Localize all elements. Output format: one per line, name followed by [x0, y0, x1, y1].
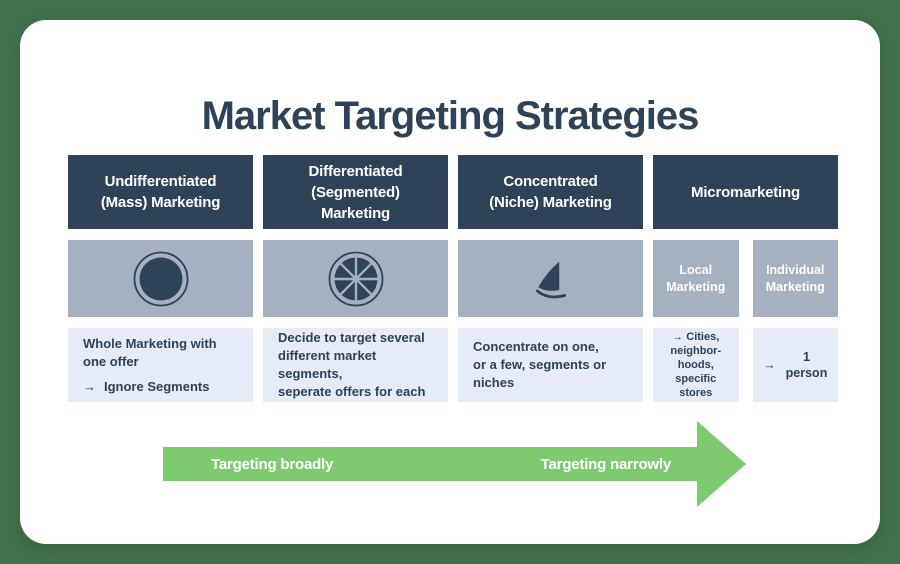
desc-differentiated: Decide to target several different marke… [263, 328, 448, 402]
desc-micromarketing: → Cities, neighbor- hoods, specific stor… [653, 328, 838, 402]
icon-cell-micromarketing: Local Marketing Individual Marketing [653, 240, 838, 317]
targeting-broadly-label: Targeting broadly [211, 455, 334, 473]
header-differentiated: Differentiated (Segmented) Marketing [263, 155, 448, 229]
niche-slice-icon [535, 261, 566, 298]
targeting-spectrum-arrow: Targeting broadly Targeting narrowly [163, 447, 697, 481]
desc-concentrated: Concentrate on one, or a few, segments o… [458, 328, 643, 402]
header-micromarketing: Micromarketing [653, 155, 838, 229]
individual-marketing-desc: → 1 person [752, 328, 838, 402]
icon-cell-undifferentiated [68, 240, 253, 317]
icon-cell-differentiated [263, 240, 448, 317]
icon-cell-concentrated [458, 240, 643, 317]
local-marketing-cell: Local Marketing [653, 240, 739, 317]
whole-market-icon [133, 251, 188, 306]
individual-marketing-cell: Individual Marketing [752, 240, 838, 317]
segmented-market-icon [328, 251, 383, 306]
local-marketing-desc: → Cities, neighbor- hoods, specific stor… [653, 328, 739, 402]
infographic-card: Market Targeting Strategies Undifferenti… [20, 20, 880, 544]
desc-text: Decide to target several different marke… [278, 330, 426, 399]
strategy-grid: Undifferentiated (Mass) Marketing Differ… [68, 155, 838, 402]
desc-text: Whole Marketing with one offer [83, 335, 217, 369]
right-arrow-icon: → [763, 358, 776, 372]
desc-text: Concentrate on one, or a few, segments o… [473, 339, 607, 390]
right-arrow-icon: → [83, 378, 96, 394]
targeting-narrowly-label: Targeting narrowly [540, 455, 672, 473]
header-undifferentiated: Undifferentiated (Mass) Marketing [68, 155, 253, 229]
note-text: Ignore Segments [104, 378, 210, 394]
page-title: Market Targeting Strategies [201, 94, 700, 138]
arrow-head-icon [697, 421, 746, 507]
person-text: 1 person [785, 350, 828, 380]
ignore-segments-note: → Ignore Segments [83, 378, 238, 396]
desc-undifferentiated: Whole Marketing with one offer → Ignore … [68, 328, 253, 402]
header-concentrated: Concentrated (Niche) Marketing [458, 155, 643, 229]
